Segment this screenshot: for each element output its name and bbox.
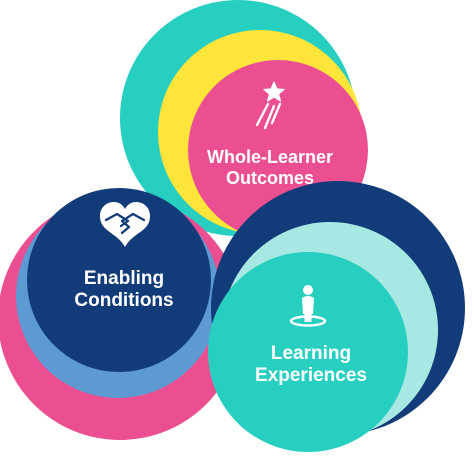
- right-teal-circle: [208, 252, 408, 452]
- right-label-line1: Learning: [270, 343, 352, 364]
- person-on-target-icon: [289, 285, 327, 327]
- top-label-line2: Outcomes: [225, 167, 315, 188]
- right-circle-label: Learning Experiences: [231, 343, 391, 387]
- left-label-line2: Conditions: [74, 289, 174, 311]
- left-label-line1: Enabling: [83, 268, 165, 289]
- top-label-line1: Whole-Learner: [206, 147, 334, 167]
- handshake-heart-icon: [100, 202, 150, 247]
- top-circle-label: Whole-Learner Outcomes: [190, 147, 350, 188]
- left-circle-label: Enabling Conditions: [44, 268, 204, 312]
- shooting-star-icon: [255, 81, 285, 130]
- left-navy-circle: [27, 188, 211, 372]
- right-label-line2: Experiences: [255, 364, 367, 386]
